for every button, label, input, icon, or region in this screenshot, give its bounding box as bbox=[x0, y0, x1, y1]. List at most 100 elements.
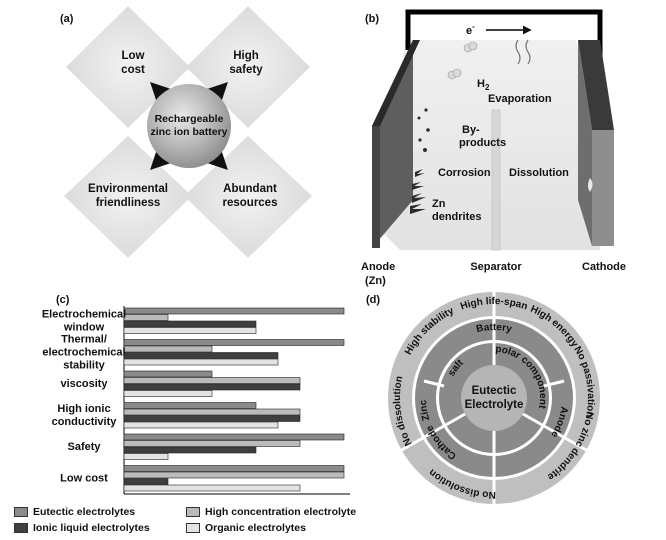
byproducts-line1: By- bbox=[462, 124, 480, 136]
legend-high-conc: High concentration electrolyte bbox=[186, 506, 356, 518]
bar-3-2 bbox=[123, 415, 301, 422]
legend-eutectic: Eutectic electrolytes bbox=[14, 506, 135, 518]
bar-3-0 bbox=[123, 402, 257, 409]
dissolution-label: Dissolution bbox=[509, 167, 569, 179]
panel-b: (b) e- H2 bbox=[361, 9, 626, 287]
high-safety-line1: High bbox=[233, 50, 259, 62]
category-label-0-0: Electrochemical bbox=[42, 309, 126, 321]
panel-d: (d) Eutectic Electrolyte Battery polar c… bbox=[366, 292, 602, 506]
zn-line2: dendrites bbox=[432, 211, 482, 223]
electron-label: e- bbox=[466, 22, 475, 37]
abundant-line1: Abundant bbox=[223, 183, 277, 195]
abundant-line2: resources bbox=[223, 197, 278, 209]
high-safety-line2: safety bbox=[229, 64, 263, 76]
category-label-0-1: window bbox=[63, 322, 105, 334]
h2-bubbles bbox=[447, 41, 478, 80]
cathode-slab-inner bbox=[578, 40, 592, 246]
legend-swatch bbox=[186, 523, 200, 533]
bar-0-2 bbox=[123, 320, 257, 328]
bar-1-1 bbox=[123, 345, 213, 353]
bar-2-3 bbox=[123, 390, 213, 397]
category-label-1-1: electrochemical bbox=[42, 347, 125, 359]
center-sphere bbox=[147, 84, 231, 168]
corrosion-label: Corrosion bbox=[438, 167, 491, 179]
bar-4-1 bbox=[123, 440, 301, 447]
center-line1: Eutectic bbox=[472, 385, 517, 397]
bar-2-1 bbox=[123, 377, 301, 384]
category-label-2-0: viscosity bbox=[60, 378, 108, 390]
bars-group bbox=[123, 307, 345, 492]
cathode-label: Cathode bbox=[582, 261, 626, 273]
category-labels: ElectrochemicalwindowThermal/electrochem… bbox=[42, 309, 126, 485]
bar-4-0 bbox=[123, 433, 345, 441]
legend-swatch bbox=[14, 523, 28, 533]
center-line1: Rechargeable bbox=[155, 113, 224, 125]
separator-label: Separator bbox=[470, 261, 522, 273]
category-label-1-0: Thermal/ bbox=[61, 334, 107, 346]
category-label-3-0: High ionic bbox=[57, 403, 110, 415]
env-line2: friendliness bbox=[96, 197, 161, 209]
evaporation-label: Evaporation bbox=[488, 93, 552, 105]
panel-c-label: (c) bbox=[56, 294, 70, 306]
panel-c: (c) ElectrochemicalwindowThermal/electro… bbox=[42, 294, 350, 495]
category-label-5-0: Low cost bbox=[60, 473, 108, 485]
bar-1-2 bbox=[123, 352, 279, 359]
legend-organic: Organic electrolytes bbox=[186, 522, 306, 534]
bar-4-3 bbox=[123, 453, 169, 460]
center-line2: zinc ion battery bbox=[150, 126, 227, 138]
h2-label: H2 bbox=[477, 78, 490, 92]
bar-5-3 bbox=[123, 484, 301, 492]
legend-swatch bbox=[186, 507, 200, 517]
electrolyte-box bbox=[380, 40, 600, 250]
bar-2-0 bbox=[123, 370, 213, 378]
dendrites bbox=[410, 108, 430, 214]
category-label-3-1: conductivity bbox=[52, 416, 118, 428]
bar-3-3 bbox=[123, 421, 279, 429]
category-label-1-2: stability bbox=[63, 360, 105, 372]
center-line2: Electrolyte bbox=[465, 399, 524, 411]
outer-high-lifespan: High life-span bbox=[459, 296, 529, 313]
bar-0-3 bbox=[123, 327, 257, 334]
bar-3-1 bbox=[123, 408, 301, 416]
panel-a-label: (a) bbox=[60, 13, 74, 25]
anode-line1: Anode bbox=[361, 261, 395, 273]
bar-5-2 bbox=[123, 478, 169, 485]
legend-swatch bbox=[14, 507, 28, 517]
legend-label: Eutectic electrolytes bbox=[33, 506, 136, 518]
legend-label: Organic electrolytes bbox=[205, 522, 306, 534]
legend-ionic: Ionic liquid electrolytes bbox=[14, 522, 150, 534]
center-disc bbox=[461, 365, 527, 431]
low-cost-line2: cost bbox=[121, 64, 145, 76]
bar-2-2 bbox=[123, 383, 301, 391]
bar-0-1 bbox=[123, 314, 169, 321]
ring-dividers bbox=[399, 292, 589, 504]
inner-battery: Battery bbox=[475, 322, 513, 335]
legend-label: Ionic liquid electrolytes bbox=[33, 522, 150, 534]
bar-1-0 bbox=[123, 339, 345, 346]
anode-line2: (Zn) bbox=[365, 275, 386, 287]
legend-label: High concentration electrolyte bbox=[205, 506, 357, 518]
panel-a: (a) Rechargeable zinc ion battery Low co… bbox=[60, 6, 312, 258]
bar-4-2 bbox=[123, 446, 257, 454]
evaporation-waves bbox=[515, 39, 531, 65]
cathode-dissolution-mark bbox=[588, 178, 593, 192]
cathode-slab-body bbox=[592, 130, 614, 246]
separator bbox=[491, 109, 501, 251]
env-line1: Environmental bbox=[88, 183, 168, 195]
bar-5-1 bbox=[123, 471, 345, 479]
anode-slab-side bbox=[372, 126, 380, 248]
byproducts-line2: products bbox=[459, 137, 506, 149]
bar-0-0 bbox=[123, 307, 345, 315]
bar-1-3 bbox=[123, 358, 279, 366]
external-wire bbox=[405, 9, 603, 60]
cathode-slab-face bbox=[578, 40, 614, 130]
low-cost-line1: Low bbox=[122, 50, 145, 62]
bar-5-0 bbox=[123, 465, 345, 472]
category-label-4-0: Safety bbox=[67, 441, 101, 453]
inner-zinc: Zinc bbox=[417, 398, 433, 422]
anode-slab-face bbox=[372, 40, 413, 248]
panel-d-label: (d) bbox=[366, 294, 380, 306]
zn-line1: Zn bbox=[432, 198, 446, 210]
panel-b-label: (b) bbox=[365, 13, 379, 25]
